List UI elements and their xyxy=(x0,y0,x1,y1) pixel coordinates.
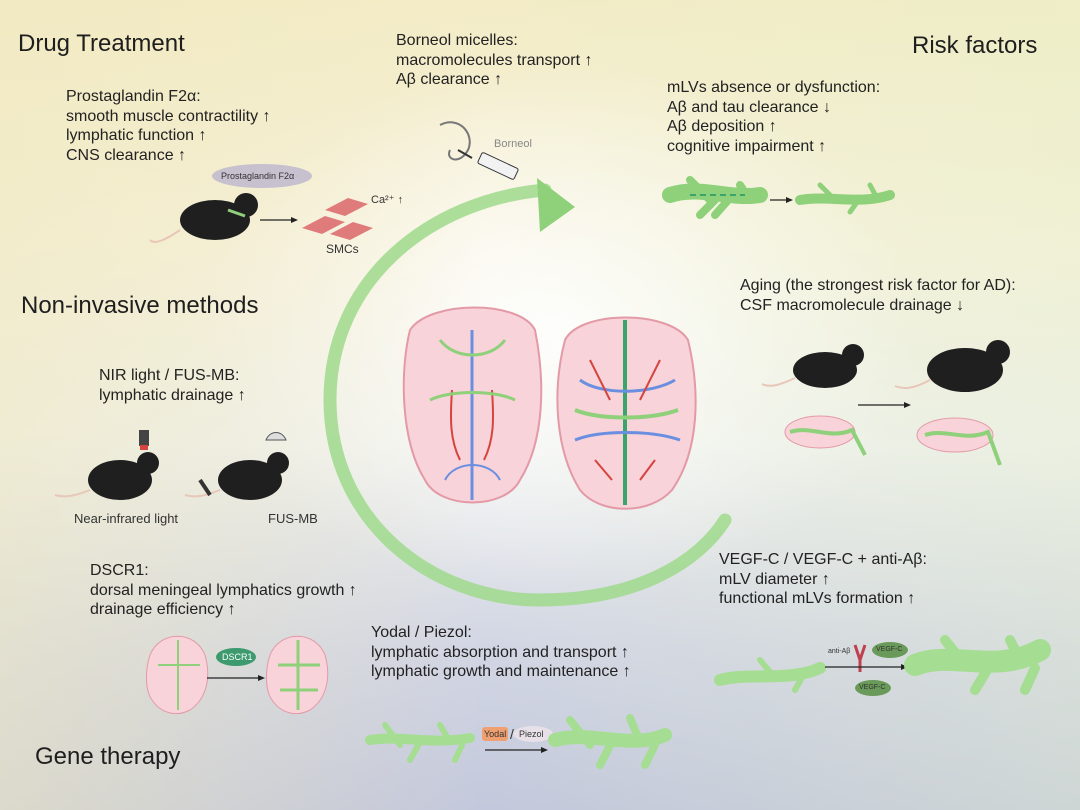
syringe-icon xyxy=(439,121,519,180)
text-line: CSF macromolecule drainage ↓ xyxy=(740,296,965,314)
nir-label: Near-infrared light xyxy=(74,511,179,526)
text-line: DSCR1: xyxy=(90,562,149,579)
dscr1-brain-after-icon xyxy=(266,635,329,715)
brain-dorsal-icon xyxy=(556,316,697,510)
text-line: functional mLVs formation ↑ xyxy=(719,590,916,608)
calcium-label: Ca²⁺ ↑ xyxy=(371,194,404,206)
text-line: lymphatic function ↑ xyxy=(66,127,207,145)
text-line: lymphatic absorption and transport ↑ xyxy=(371,643,629,661)
borneol-syringe-label: Borneol xyxy=(494,138,532,150)
dscr1-pill-label: DSCR1 xyxy=(222,652,253,662)
fus-mb-label: FUS-MB xyxy=(268,511,318,526)
text-line: CNS clearance ↑ xyxy=(66,146,187,164)
text-line: Aging (the strongest risk factor for AD)… xyxy=(740,277,1016,294)
heading-risk-factors: Risk factors xyxy=(912,32,1038,59)
text-line: Prostaglandin F2α: xyxy=(66,88,201,105)
vegf-vessel-after-icon xyxy=(904,635,1051,695)
smc-label: SMCs xyxy=(326,242,359,256)
prostaglandin-pill-shape xyxy=(212,164,312,188)
piezo-pill-label: Piezol xyxy=(519,729,544,739)
heading-non-invasive: Non-invasive methods xyxy=(21,292,259,319)
dscr1-brain-before-icon xyxy=(146,635,209,715)
text-line: Yodal / Piezol: xyxy=(371,624,472,641)
antibody-icon xyxy=(853,644,867,672)
vegfc-text: VEGF-C / VEGF-C + anti-Aβ: mLV diameter … xyxy=(719,550,927,609)
text-line: drainage efficiency ↑ xyxy=(90,601,236,619)
yoda-pill-label: Yodal xyxy=(484,729,507,739)
young-mouse-icon xyxy=(761,344,864,388)
brain-ventral-icon xyxy=(402,306,543,504)
young-brain-icon xyxy=(784,415,867,456)
old-brain-icon xyxy=(916,417,1002,466)
text-line: Borneol micelles: xyxy=(396,32,518,49)
cycle-arrow xyxy=(323,178,732,607)
text-line: Aβ deposition ↑ xyxy=(667,118,777,136)
text-line: NIR light / FUS-MB: xyxy=(99,367,240,384)
smc-cells-icon xyxy=(302,198,373,240)
dscr1-text: DSCR1: dorsal meningeal lymphatics growt… xyxy=(90,561,357,620)
nir-text: NIR light / FUS-MB: lymphatic drainage ↑ xyxy=(99,366,246,405)
yoda-text: Yodal / Piezol: lymphatic absorption and… xyxy=(371,623,631,682)
text-line: Aβ clearance ↑ xyxy=(396,71,503,89)
vegf-pill-shapes xyxy=(855,642,908,696)
dscr1-pill-shape xyxy=(216,648,256,666)
fus-mouse-icon xyxy=(184,432,289,500)
anti-abeta-label: anti-Aβ xyxy=(828,648,851,655)
vegf-bottom-label: VEGF-C xyxy=(859,684,886,691)
nir-mouse-icon xyxy=(54,430,159,500)
prostaglandin-pill-label: Prostaglandin F2α xyxy=(221,171,295,181)
aging-text: Aging (the strongest risk factor for AD)… xyxy=(740,276,1016,315)
yoda-slash: / xyxy=(510,726,514,742)
text-line: dorsal meningeal lymphatics growth ↑ xyxy=(90,581,357,599)
vegf-top-label: VEGF-C xyxy=(876,646,903,653)
mouse-icon xyxy=(149,193,258,243)
text-line: mLVs absence or dysfunction: xyxy=(667,79,881,96)
text-line: VEGF-C / VEGF-C + anti-Aβ: xyxy=(719,551,927,568)
borneol-text: Borneol micelles: macromolecules transpo… xyxy=(396,31,593,90)
mlvs-text: mLVs absence or dysfunction: Aβ and tau … xyxy=(667,78,880,156)
text-line: macromolecules transport ↑ xyxy=(396,51,593,69)
yoda-vessel-after-icon xyxy=(548,714,672,769)
text-line: lymphatic drainage ↑ xyxy=(99,386,246,404)
text-line: mLV diameter ↑ xyxy=(719,570,830,588)
vegf-vessel-before-icon xyxy=(714,657,826,693)
old-mouse-icon xyxy=(894,340,1010,392)
text-line: smooth muscle contractility ↑ xyxy=(66,107,271,125)
lymph-vessel-reduced-icon xyxy=(795,182,895,215)
heading-drug-treatment: Drug Treatment xyxy=(18,30,185,57)
prostaglandin-text: Prostaglandin F2α: smooth muscle contrac… xyxy=(66,87,271,165)
text-line: lymphatic growth and maintenance ↑ xyxy=(371,663,631,681)
heading-gene-therapy: Gene therapy xyxy=(35,743,181,770)
yoda-vessel-before-icon xyxy=(365,722,475,763)
lymph-vessel-normal-icon xyxy=(662,176,768,219)
text-line: Aβ and tau clearance ↓ xyxy=(667,98,831,116)
yoda-pill-shape xyxy=(482,726,553,742)
text-line: cognitive impairment ↑ xyxy=(667,137,827,155)
